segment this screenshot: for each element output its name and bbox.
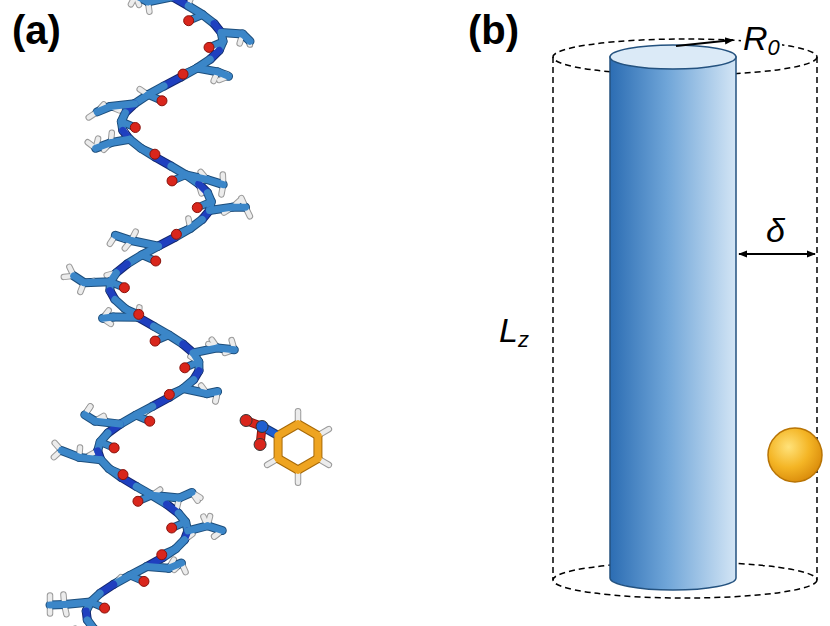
oxygen-atom [171,229,181,239]
bond-outline [152,495,179,498]
oxygen-atom [192,203,202,213]
bond-stick [275,436,282,459]
bond-stick [50,601,64,608]
bond-stick [243,34,250,41]
oxygen-atom [119,283,129,293]
bond-stick [207,392,218,394]
oxygen-atom [100,603,110,613]
bond-stick [218,72,229,76]
oxygen-atom [167,523,177,533]
oxygen-atom [167,176,177,186]
solute-sphere [768,428,822,482]
oxygen-atom [134,309,144,319]
bond-outline [218,72,229,76]
bond-stick [97,107,110,112]
bond-outline [74,276,84,283]
oxygen-atom [157,550,167,560]
oxygen-atom [150,336,160,346]
oxygen-atom [164,390,174,400]
oxygen-atom [204,42,214,52]
oxygen-atom [184,16,194,26]
bond-outline [50,600,64,609]
oxygen-atom [157,96,167,106]
bond-outline [84,277,110,287]
bond-stick [136,0,148,2]
atom-ball [240,415,252,427]
bond-outline [207,392,218,394]
oxygen-atom [139,576,149,586]
bond-outline [207,526,222,531]
bond-outline [232,203,245,212]
bond-stick [131,0,136,4]
oxygen-atom [145,416,155,426]
bond-outline [110,104,135,107]
panel-label: (a) [12,8,61,52]
nitrobenzene-molecule [240,411,329,482]
oxygen-atom [133,496,143,506]
bond-outline [103,317,114,318]
bond-stick [131,241,158,247]
bond-outline [97,107,110,112]
bond-stick [115,235,131,240]
atom-ball [254,439,266,451]
peptide-helix [50,0,250,626]
bond-stick [85,415,95,421]
bond-outline [193,348,217,353]
oxygen-atom [150,149,160,159]
bond-outline [85,415,95,421]
length-symbol: Lz [497,312,531,352]
bond-outline [218,348,235,350]
oxygen-atom [151,256,161,266]
radius-arrow [676,40,733,46]
panel-label: (b) [468,8,519,52]
bond-stick [183,389,207,394]
bond-outline [169,563,182,568]
bond-outline [64,602,90,604]
bond-stick [232,204,245,211]
oxygen-atom [130,123,140,133]
bond-stick [84,278,110,286]
bond-outline [131,241,158,247]
bond-stick [207,180,223,185]
bond-stick [64,602,90,604]
bond-outline [95,421,120,424]
bond-outline [207,180,223,185]
bond-outline [115,235,131,240]
bond-stick [207,526,222,531]
radius-symbol: R0 [741,20,782,60]
outer-cylinder-dashed [553,39,817,598]
bond-outline [274,436,283,459]
bond-outline [61,450,79,457]
bond-stick [96,143,111,149]
atom-ball [256,421,268,433]
bond-stick [103,317,114,318]
bond-stick [110,104,135,107]
bond-outline [179,492,192,498]
bond-stick [74,276,84,283]
bond-stick [148,0,172,2]
inner-cylinder [610,45,736,590]
oxygen-atom [118,470,128,480]
bond-outline [87,620,93,626]
bond-outline [131,0,136,4]
gap-symbol: δ [764,212,787,249]
oxygen-atom [180,363,190,373]
oxygen-atom [109,443,119,453]
bond-stick [87,620,93,626]
bond-stick [193,348,217,353]
bond-stick [152,495,179,498]
oxygen-atom [178,69,188,79]
bond-outline [243,34,250,41]
bond-stick [61,450,79,457]
bond-stick [95,421,120,424]
bond-stick [218,348,235,350]
delta-arrow [739,253,815,255]
bond-outline [148,0,172,2]
bond-stick [169,563,182,568]
bond-stick [179,492,192,498]
